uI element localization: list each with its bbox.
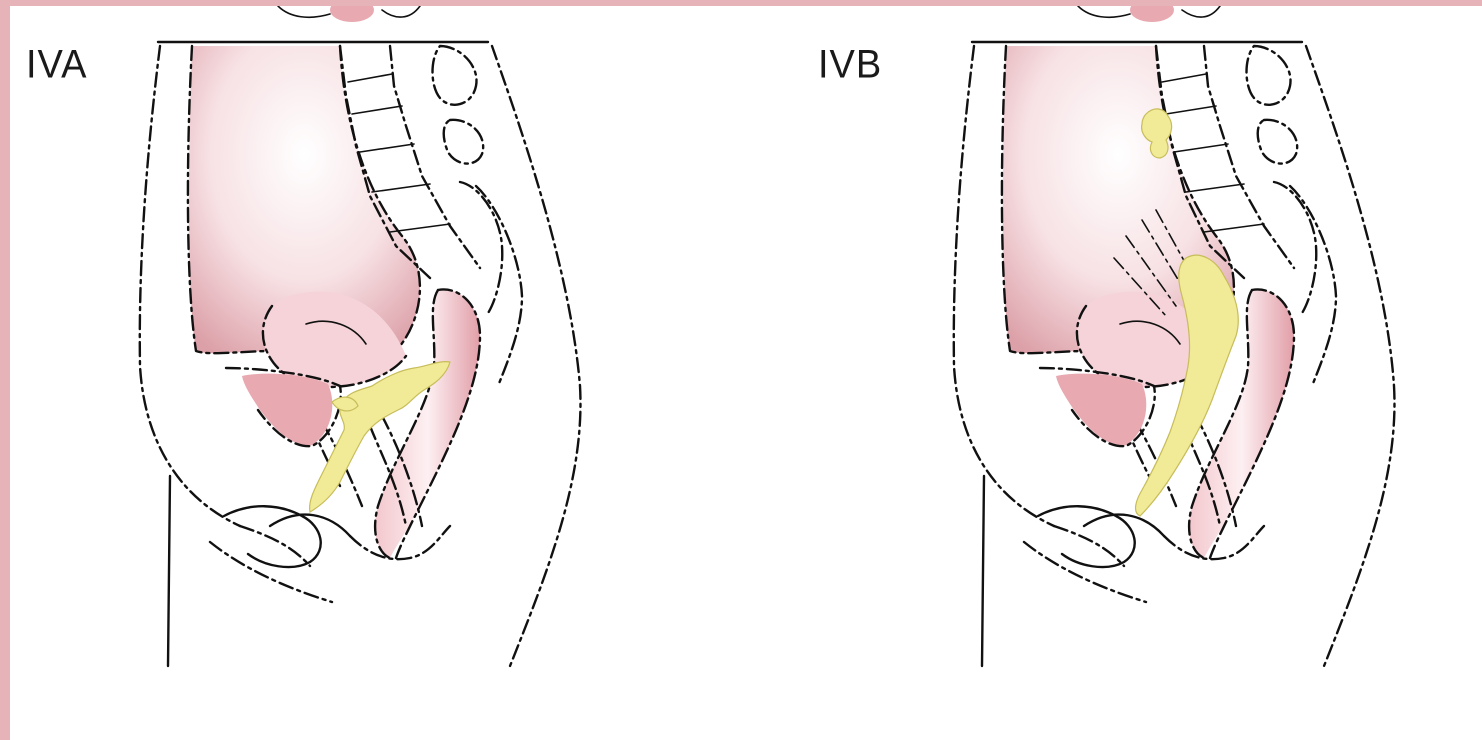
panel-label-ivb: IVB: [818, 43, 882, 88]
panel-iva: IVA: [10, 6, 730, 740]
panel-ivb: IVB: [796, 6, 1482, 740]
pelvis-illustration-ivb: [796, 6, 1482, 740]
pelvis-illustration-iva: [10, 6, 730, 740]
diagram-canvas: IVA: [10, 6, 1482, 740]
panel-label-iva: IVA: [26, 43, 87, 88]
